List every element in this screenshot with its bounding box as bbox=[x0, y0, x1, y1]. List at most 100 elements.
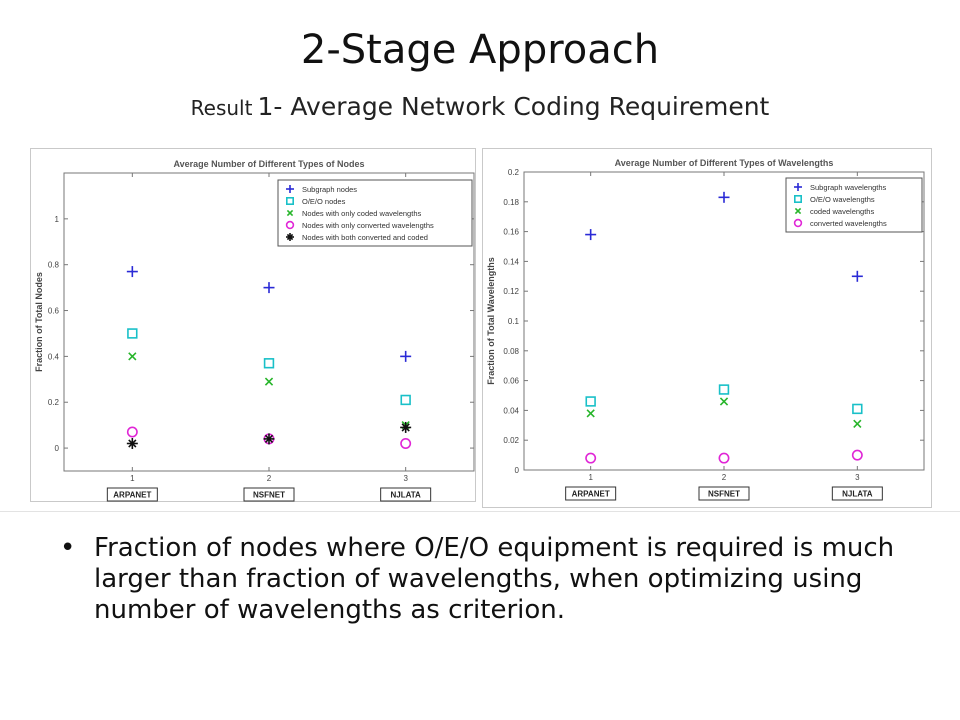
y-tick-label: 0.02 bbox=[503, 436, 519, 445]
category-label-box bbox=[565, 486, 617, 501]
legend-label: Nodes with both converted and coded bbox=[302, 233, 428, 242]
x-tick-label: 1 bbox=[588, 473, 593, 482]
x-marker-b bbox=[286, 209, 294, 217]
y-tick-label: 0 bbox=[55, 444, 60, 453]
circle-marker bbox=[585, 452, 597, 464]
data-point bbox=[851, 449, 863, 461]
y-tick-label: 0.08 bbox=[503, 347, 519, 356]
x-tick-label: 2 bbox=[722, 473, 727, 482]
wavelengths-chart: Average Number of Different Types of Wav… bbox=[482, 148, 932, 508]
legend-label: Nodes with only coded wavelengths bbox=[302, 209, 421, 218]
square-marker bbox=[263, 358, 275, 369]
data-point bbox=[585, 396, 596, 407]
subtitle-main-text: 1- Average Network Coding Requirement bbox=[257, 92, 770, 121]
legend-label: Subgraph wavelengths bbox=[810, 183, 887, 192]
slide-divider bbox=[0, 511, 960, 512]
slide-subtitle: Result 1- Average Network Coding Require… bbox=[0, 92, 960, 122]
category-label-box bbox=[831, 486, 883, 501]
category-label-box bbox=[698, 486, 750, 501]
data-point bbox=[853, 419, 862, 428]
star-marker-b bbox=[264, 434, 274, 444]
circle-marker bbox=[285, 220, 295, 230]
square-marker bbox=[127, 328, 138, 339]
data-point bbox=[718, 452, 730, 464]
legend-marker bbox=[793, 194, 802, 203]
legend-marker bbox=[285, 196, 294, 205]
legend-marker bbox=[286, 233, 294, 241]
y-tick-label: 0.2 bbox=[48, 398, 60, 407]
y-tick-label: 0.04 bbox=[503, 406, 519, 415]
category-label: ARPANET bbox=[113, 491, 151, 500]
square-marker bbox=[285, 196, 294, 205]
legend-marker bbox=[794, 183, 802, 191]
y-tick-label: 0.1 bbox=[508, 317, 520, 326]
circle-marker bbox=[793, 218, 803, 228]
legend-marker bbox=[793, 218, 803, 228]
y-tick-label: 0.14 bbox=[503, 257, 519, 266]
data-point bbox=[400, 438, 412, 449]
y-tick-label: 0 bbox=[515, 466, 520, 475]
x-tick-label: 2 bbox=[267, 474, 272, 483]
category-label: NSFNET bbox=[253, 491, 285, 500]
x-tick-label: 3 bbox=[855, 473, 860, 482]
square-marker bbox=[852, 403, 863, 415]
bullet-text: Fraction of nodes where O/E/O equipment … bbox=[94, 533, 895, 625]
bullet-dot-icon: • bbox=[60, 533, 76, 563]
legend-label: Nodes with only converted wavelengths bbox=[302, 221, 434, 230]
data-point bbox=[264, 377, 274, 386]
y-tick-label: 0.8 bbox=[48, 261, 60, 270]
y-axis-label: Fraction of Total Nodes bbox=[34, 272, 44, 372]
x-marker-b bbox=[586, 409, 595, 418]
data-point bbox=[400, 394, 411, 406]
data-point bbox=[263, 282, 275, 294]
legend-label: Subgraph nodes bbox=[302, 185, 357, 194]
category-label: NJLATA bbox=[842, 490, 873, 499]
circle-marker bbox=[400, 438, 412, 449]
y-tick-label: 1 bbox=[55, 215, 60, 224]
y-tick-label: 0.06 bbox=[503, 377, 519, 386]
x-marker-b bbox=[264, 377, 274, 386]
y-tick-label: 0.6 bbox=[48, 307, 60, 316]
category-label: ARPANET bbox=[572, 490, 610, 499]
square-marker bbox=[585, 396, 596, 407]
square-marker bbox=[400, 394, 411, 406]
data-point bbox=[128, 352, 137, 361]
y-tick-label: 0.16 bbox=[503, 228, 519, 237]
data-point bbox=[586, 409, 595, 418]
legend-box bbox=[785, 177, 923, 233]
data-point bbox=[585, 452, 597, 464]
category-label-box bbox=[106, 487, 158, 502]
x-tick-label: 3 bbox=[403, 474, 408, 483]
y-tick-label: 0.4 bbox=[48, 352, 60, 361]
circle-marker bbox=[718, 452, 730, 464]
circle-marker bbox=[126, 426, 138, 438]
star-marker-b bbox=[401, 423, 410, 432]
data-point bbox=[126, 426, 138, 438]
legend-marker bbox=[286, 185, 294, 193]
y-tick-label: 0.12 bbox=[503, 287, 519, 296]
data-point bbox=[126, 437, 138, 449]
x-tick-label: 1 bbox=[130, 474, 135, 483]
y-axis-label: Fraction of Total Wavelengths bbox=[486, 257, 496, 385]
y-tick-label: 0.2 bbox=[508, 168, 520, 177]
data-point bbox=[719, 397, 729, 406]
square-marker bbox=[718, 384, 730, 395]
y-tick-label: 0.18 bbox=[503, 198, 519, 207]
data-point bbox=[263, 358, 275, 369]
data-point bbox=[585, 229, 597, 241]
category-label: NJLATA bbox=[390, 491, 421, 500]
data-point bbox=[400, 421, 412, 433]
legend-marker bbox=[285, 220, 295, 230]
data-point bbox=[851, 270, 863, 282]
data-point bbox=[400, 350, 412, 362]
legend-label: coded wavelengths bbox=[810, 207, 874, 216]
data-point bbox=[127, 328, 138, 339]
bullet-item: • Fraction of nodes where O/E/O equipmen… bbox=[60, 533, 920, 626]
data-point bbox=[718, 384, 730, 395]
legend-marker bbox=[794, 207, 802, 215]
data-point bbox=[852, 403, 863, 415]
chart-title: Average Number of Different Types of Nod… bbox=[173, 159, 364, 169]
data-point bbox=[263, 433, 275, 445]
legend-label: O/E/O wavelengths bbox=[810, 195, 875, 204]
legend-marker bbox=[286, 209, 294, 217]
